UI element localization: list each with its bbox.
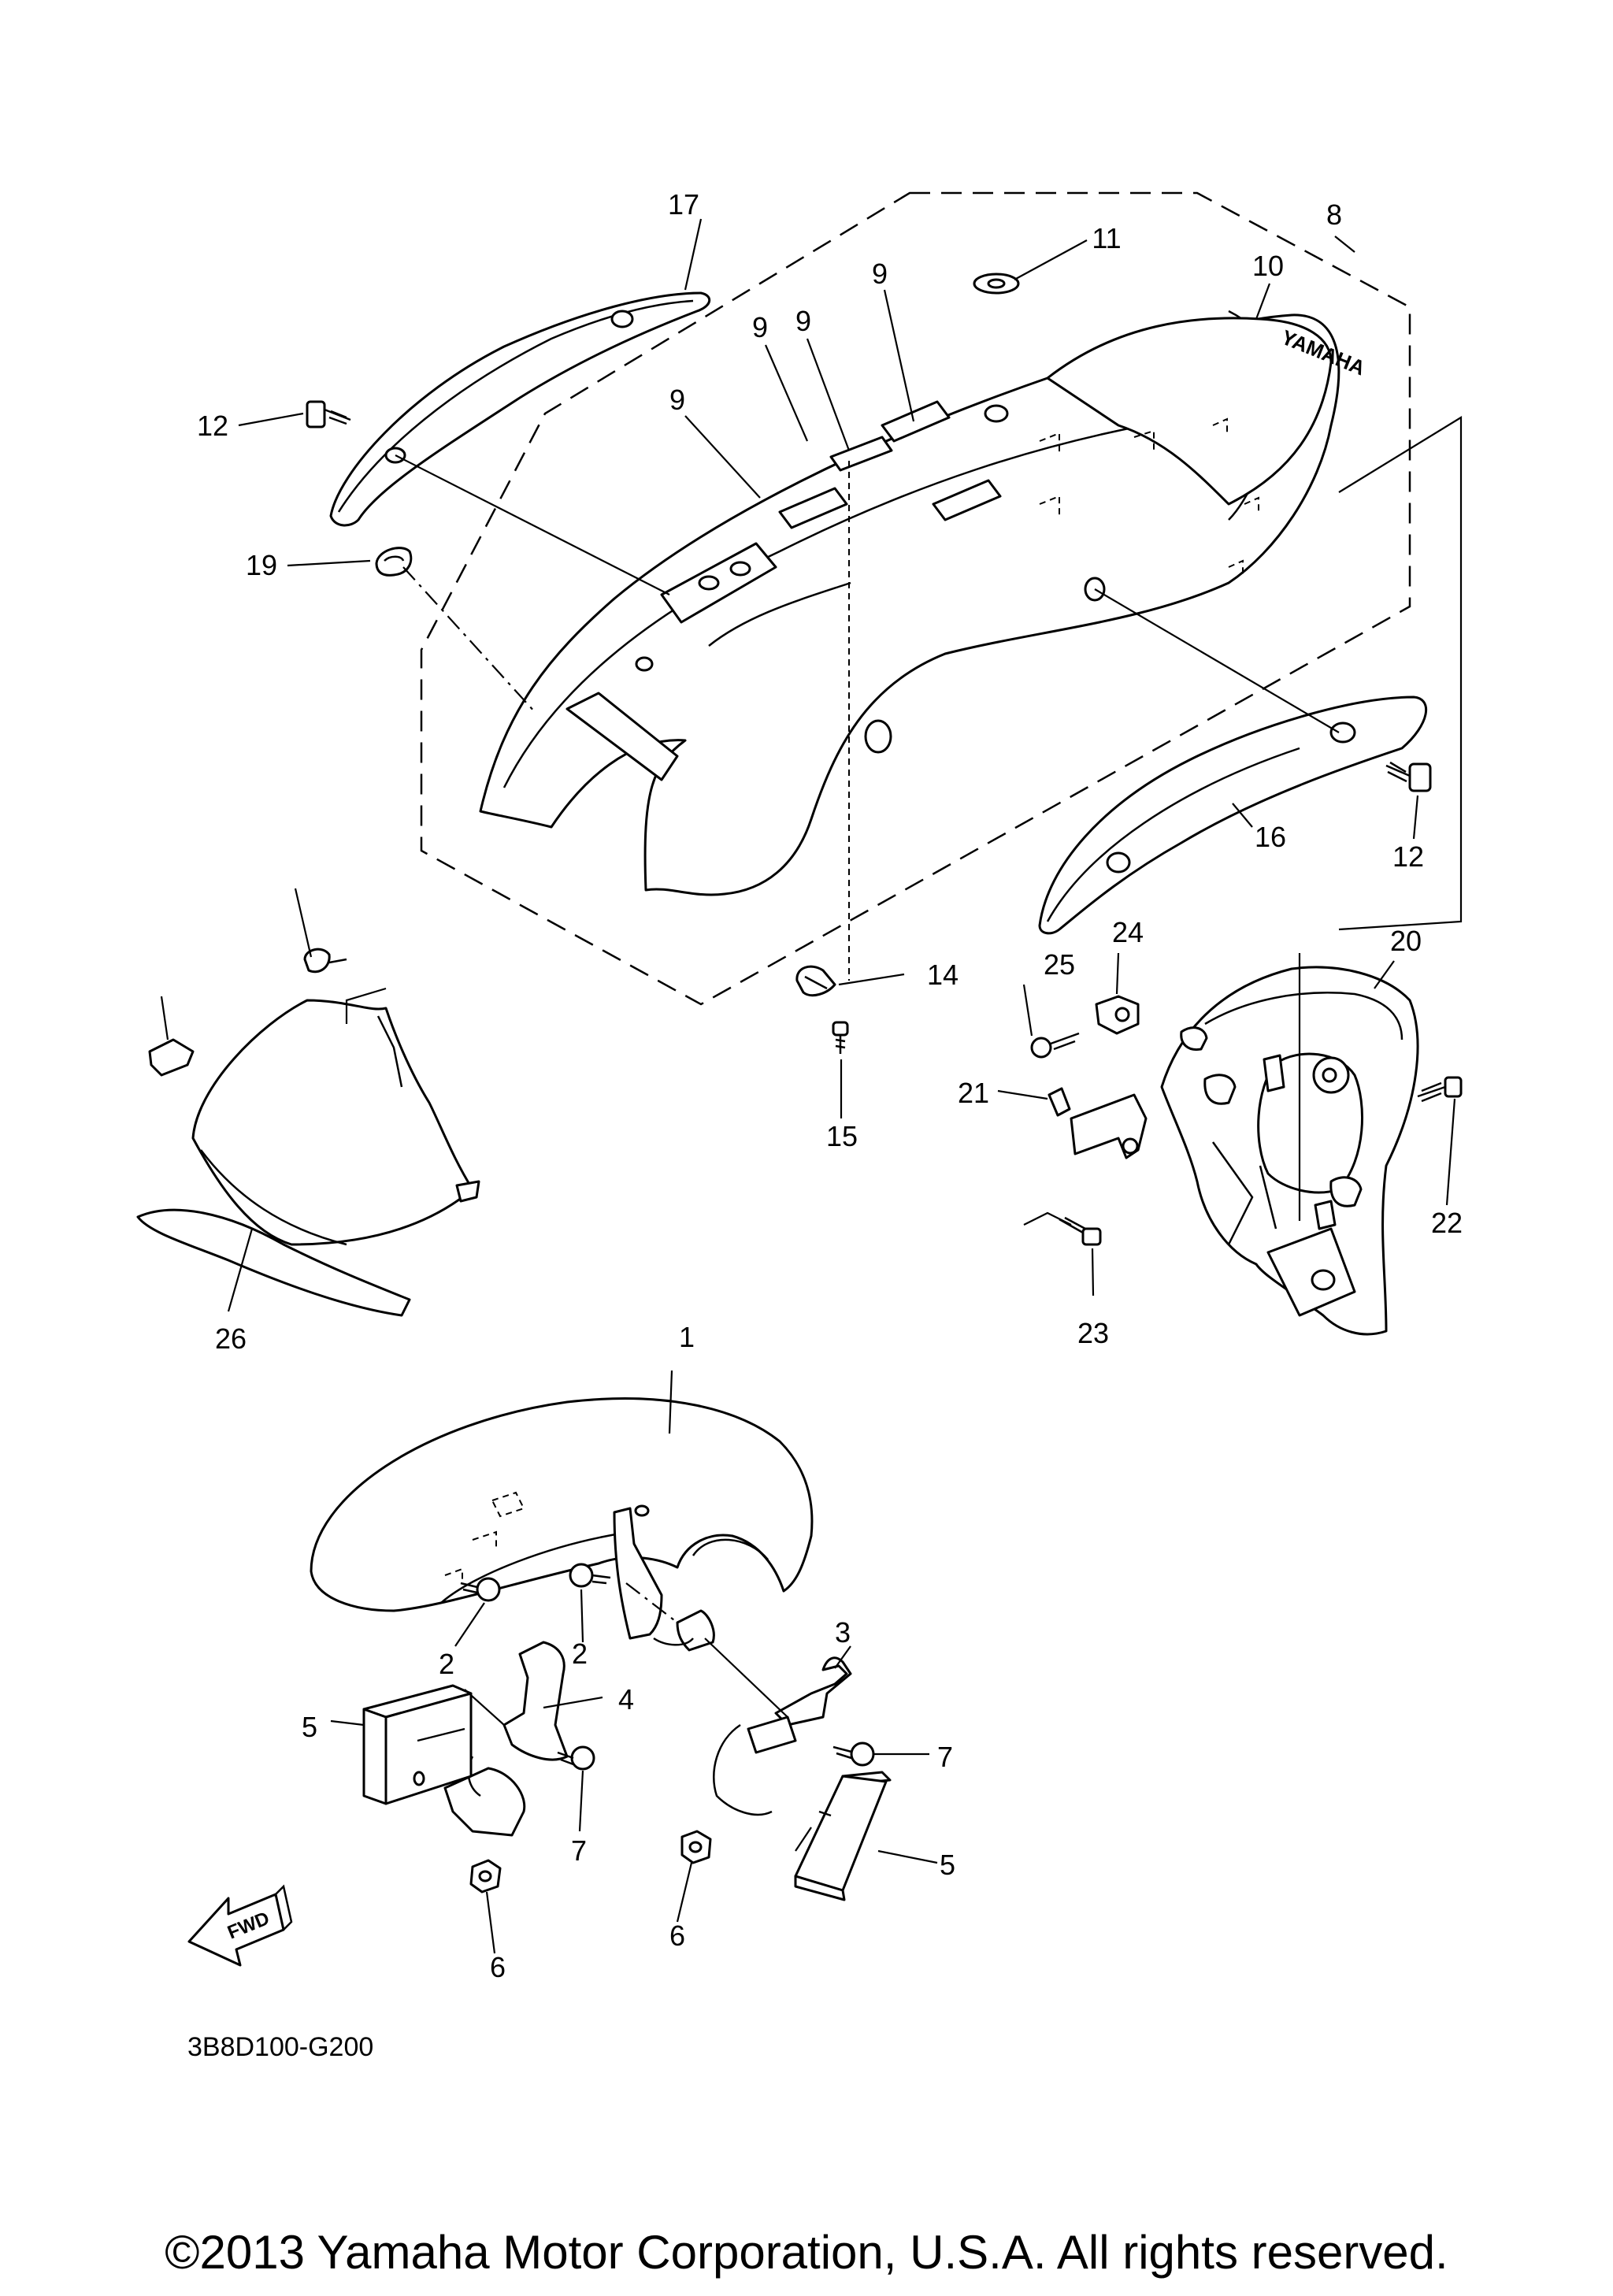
taillight-bracket-18: [1160, 966, 1419, 1336]
clip-25: [303, 948, 347, 974]
damper-17: [375, 547, 413, 577]
callout-labels: 17 8 11 10 9 9 9 9 12 19 16 12 14 15 20 …: [197, 188, 1463, 1983]
rear-fender: YAMAHA: [479, 310, 1369, 896]
screw-12-right: [1385, 761, 1432, 792]
leader-lines: [160, 218, 1463, 1954]
callout-20: 22: [1431, 1207, 1463, 1239]
side-cover-right: [1038, 695, 1427, 935]
bolt-7-right: [832, 1741, 875, 1767]
bolt-2-center: [569, 1563, 611, 1588]
bolt-7-left: [557, 1745, 595, 1771]
bracket-19-plate: [1070, 1093, 1148, 1159]
nut-6-right: [680, 1830, 712, 1864]
grommet-11: [973, 273, 1020, 295]
callout-16: 15: [826, 1120, 858, 1152]
callout-12-a: 12: [197, 410, 228, 442]
reflector-5-left: [362, 1684, 473, 1805]
callout-9-c: 9: [752, 311, 768, 343]
callout-2-a: 2: [439, 1648, 454, 1680]
mount-bracket-center: [613, 1507, 715, 1652]
bolt-20: [1417, 1076, 1463, 1103]
callout-24: 26: [215, 1322, 247, 1355]
front-fender: [310, 1397, 814, 1612]
callout-13: 16: [1255, 821, 1286, 853]
callout-5-a: 5: [302, 1711, 317, 1743]
clip-15: [795, 965, 836, 997]
callout-6-b: 6: [669, 1920, 685, 1952]
callout-14: 17: [668, 188, 699, 221]
diagram-code: 3B8D100-G200: [187, 2032, 373, 2062]
screw-23: [1030, 1032, 1080, 1059]
callout-12-b: 12: [1392, 840, 1424, 873]
bolt-21: [1059, 1216, 1102, 1246]
callout-9-a: 9: [872, 258, 888, 290]
callout-7-a: 7: [571, 1834, 587, 1867]
callout-15: 14: [927, 959, 959, 991]
callout-18: 20: [1390, 925, 1422, 957]
callout-23: 25: [1044, 948, 1075, 981]
screw-16: [832, 1021, 849, 1054]
callout-8: 8: [1326, 198, 1342, 231]
callout-19: 21: [958, 1077, 989, 1109]
clip-26: [148, 1038, 195, 1077]
copyright-notice: ©2013 Yamaha Motor Corporation, U.S.A. A…: [165, 2226, 1448, 2279]
plate-19: [1048, 1087, 1071, 1117]
bracket-4: [443, 1641, 569, 1837]
nut-6-left: [469, 1859, 502, 1894]
callout-10: 10: [1252, 250, 1284, 282]
flap-24: [136, 999, 480, 1317]
callout-5-b: 5: [940, 1849, 955, 1881]
callout-9-b: 9: [795, 305, 811, 337]
callout-22: 24: [1112, 916, 1144, 948]
bolt-2-left: [460, 1577, 501, 1602]
callout-11: 11: [1092, 222, 1121, 254]
callout-4: 4: [618, 1683, 634, 1716]
callout-1: 1: [679, 1321, 695, 1353]
reflector-5-right: [794, 1771, 892, 1901]
screw-12-left: [306, 400, 351, 428]
callout-2-b: 2: [572, 1638, 588, 1670]
callout-9-d: 9: [669, 384, 685, 416]
callout-17: 19: [246, 549, 277, 581]
clamp-22: [1095, 995, 1140, 1035]
forward-direction-arrow: FWD: [187, 1884, 293, 1967]
callout-21: 23: [1077, 1317, 1109, 1349]
callout-7-b: 7: [937, 1741, 953, 1773]
callout-6-a: 6: [490, 1951, 506, 1983]
side-cover-left: [329, 291, 711, 527]
bracket-3: [713, 1656, 852, 1816]
rear-fender-assembly-outline: [420, 191, 1411, 1006]
callout-3: 3: [835, 1616, 851, 1649]
